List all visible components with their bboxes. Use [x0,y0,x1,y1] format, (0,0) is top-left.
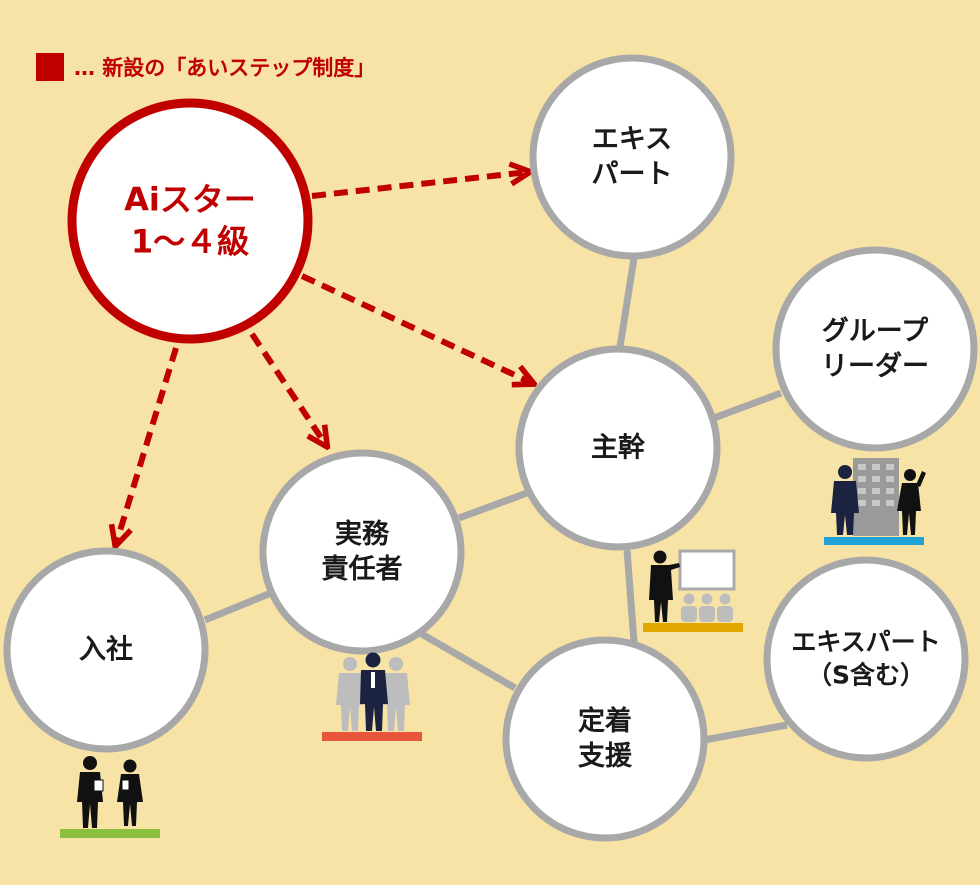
office-building-icon [824,458,926,545]
entry-people-icon [60,756,160,838]
legend-text: … 新設の「あいステップ制度」 [74,56,376,80]
link-chief-group-leader [712,389,783,422]
team-people-icon [322,652,422,741]
arrow-to-chief [300,273,532,383]
node-group-leader-label: グループ リーダー [821,314,929,384]
node-expert-label: エキス パート [592,122,673,192]
arrow-to-practical [249,332,326,445]
node-entry-line1: 入社 [79,634,133,666]
node-expert-circle [529,54,735,260]
legend: … 新設の「あいステップ制度」 [36,52,375,82]
node-practical-circle [259,449,465,655]
arrow-to-expert [311,172,528,199]
arrow-to-entry [116,347,179,544]
link-practical-chief [457,489,529,522]
node-settle-label: 定着 支援 [578,704,632,774]
node-group-leader-line1: グループ [821,315,929,347]
node-chief-line1: 主幹 [591,432,645,464]
legend-swatch [36,53,64,81]
node-entry-circle [3,547,209,753]
node-chief-circle [515,345,721,551]
node-expert-line2: パート [591,159,673,190]
node-ai-star-circle [67,98,313,344]
link-entry-practical [203,589,273,624]
node-practical-label: 実務 責任者 [322,517,403,587]
node-group-leader-circle [772,246,978,452]
node-group-leader-line2: リーダー [821,351,929,382]
node-expert-line1: エキス [591,123,673,155]
node-chief-label: 主幹 [591,430,645,465]
node-practical-line1: 実務 [335,518,389,550]
node-settle-line1: 定着 [578,705,632,737]
link-expert-chief [616,257,638,348]
presentation-icon [643,549,743,632]
node-ai-star-line1: Aiスター [124,180,256,219]
link-settle-expert-s [703,721,788,744]
node-expert-s-line1: エキスパート [791,627,941,657]
node-ai-star-label: Aiスター 1〜４級 [124,179,256,262]
node-settle-circle [502,636,708,842]
node-entry-label: 入社 [79,632,133,667]
node-practical-line2: 責任者 [321,554,403,585]
link-practical-settle [418,629,517,692]
node-ai-star-line2: 1〜４級 [130,222,250,260]
link-chief-settle [623,549,638,643]
node-expert-s-line2: （S含む） [806,660,926,689]
node-expert-s-label: エキスパート （S含む） [791,627,940,692]
node-expert-s-circle [763,556,969,762]
node-settle-line2: 支援 [578,741,632,772]
